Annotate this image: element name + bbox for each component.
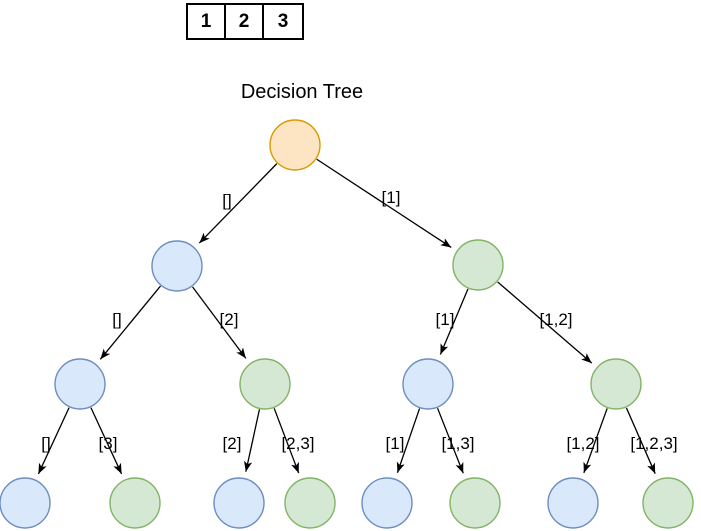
tree-node-l1a[interactable] bbox=[151, 240, 203, 292]
tree-node-leaf1[interactable] bbox=[0, 477, 51, 529]
array-cell-1: 2 bbox=[226, 5, 264, 38]
tree-node-leaf5[interactable] bbox=[361, 477, 413, 529]
tree-edge-l2a-to-leaf2 bbox=[90, 407, 123, 475]
tree-node-leaf4[interactable] bbox=[284, 477, 336, 529]
tree-edge-l2c-to-leaf6 bbox=[436, 407, 464, 474]
tree-node-leaf3[interactable] bbox=[213, 477, 265, 529]
tree-edge-l2d-to-leaf7 bbox=[583, 408, 608, 474]
tree-edge-l2c-to-leaf5 bbox=[396, 408, 421, 473]
edge-label-root-to-l1a: [] bbox=[222, 191, 232, 210]
tree-node-l2c[interactable] bbox=[402, 358, 454, 410]
array-cell-2: 3 bbox=[277, 10, 289, 32]
edge-label-l1b-to-l2c: [1] bbox=[435, 310, 455, 329]
edge-label-l2c-to-leaf6: [1,3] bbox=[441, 434, 475, 453]
tree-node-layer bbox=[0, 119, 694, 529]
edge-label-root-to-l1b: [1] bbox=[381, 188, 401, 207]
tree-edge-l1b-to-l2c bbox=[439, 288, 469, 355]
tree-edge-l2a-to-leaf1 bbox=[37, 407, 70, 475]
tree-node-l2a[interactable] bbox=[54, 358, 106, 410]
edge-label-l2b-to-leaf4: [2,3] bbox=[281, 434, 315, 453]
edge-label-l2a-to-leaf1: [] bbox=[41, 434, 51, 453]
array-cell-0: 1 bbox=[188, 5, 226, 38]
tree-node-root[interactable] bbox=[269, 119, 321, 171]
tree-edge-root-to-l1b bbox=[316, 158, 452, 248]
edge-label-l2d-to-leaf7: [1,2] bbox=[566, 434, 600, 453]
edge-label-l2d-to-leaf8: [1,2,3] bbox=[630, 434, 678, 453]
edge-label-l2a-to-leaf2: [3] bbox=[98, 434, 118, 453]
tree-edge-l2b-to-leaf4 bbox=[273, 408, 300, 474]
tree-node-l2b[interactable] bbox=[239, 358, 291, 410]
edge-label-l1a-to-l2a: [] bbox=[112, 310, 122, 329]
tree-edge-l2d-to-leaf8 bbox=[625, 407, 656, 474]
edge-label-l2b-to-leaf3: [2] bbox=[222, 434, 242, 453]
tree-node-l2d[interactable] bbox=[590, 358, 642, 410]
edge-label-l1a-to-l2b: [2] bbox=[219, 310, 239, 329]
tree-edge-l2b-to-leaf3 bbox=[243, 409, 261, 472]
tree-node-leaf7[interactable] bbox=[547, 477, 599, 529]
tree-edge-root-to-l1a bbox=[198, 163, 278, 244]
tree-edge-l1b-to-l2d bbox=[497, 281, 593, 364]
tree-node-l1b[interactable] bbox=[452, 239, 504, 291]
tree-node-leaf2[interactable] bbox=[109, 477, 161, 529]
edge-label-l2c-to-leaf5: [1] bbox=[385, 434, 405, 453]
tree-edge-l1a-to-l2a bbox=[99, 285, 161, 360]
tree-edge-l1a-to-l2b bbox=[192, 286, 247, 359]
tree-edge-layer bbox=[37, 158, 656, 475]
page-title: Decision Tree bbox=[240, 81, 364, 103]
edge-label-l1b-to-l2d: [1,2] bbox=[539, 310, 573, 329]
tree-node-leaf6[interactable] bbox=[449, 477, 501, 529]
tree-node-leaf8[interactable] bbox=[642, 477, 694, 529]
